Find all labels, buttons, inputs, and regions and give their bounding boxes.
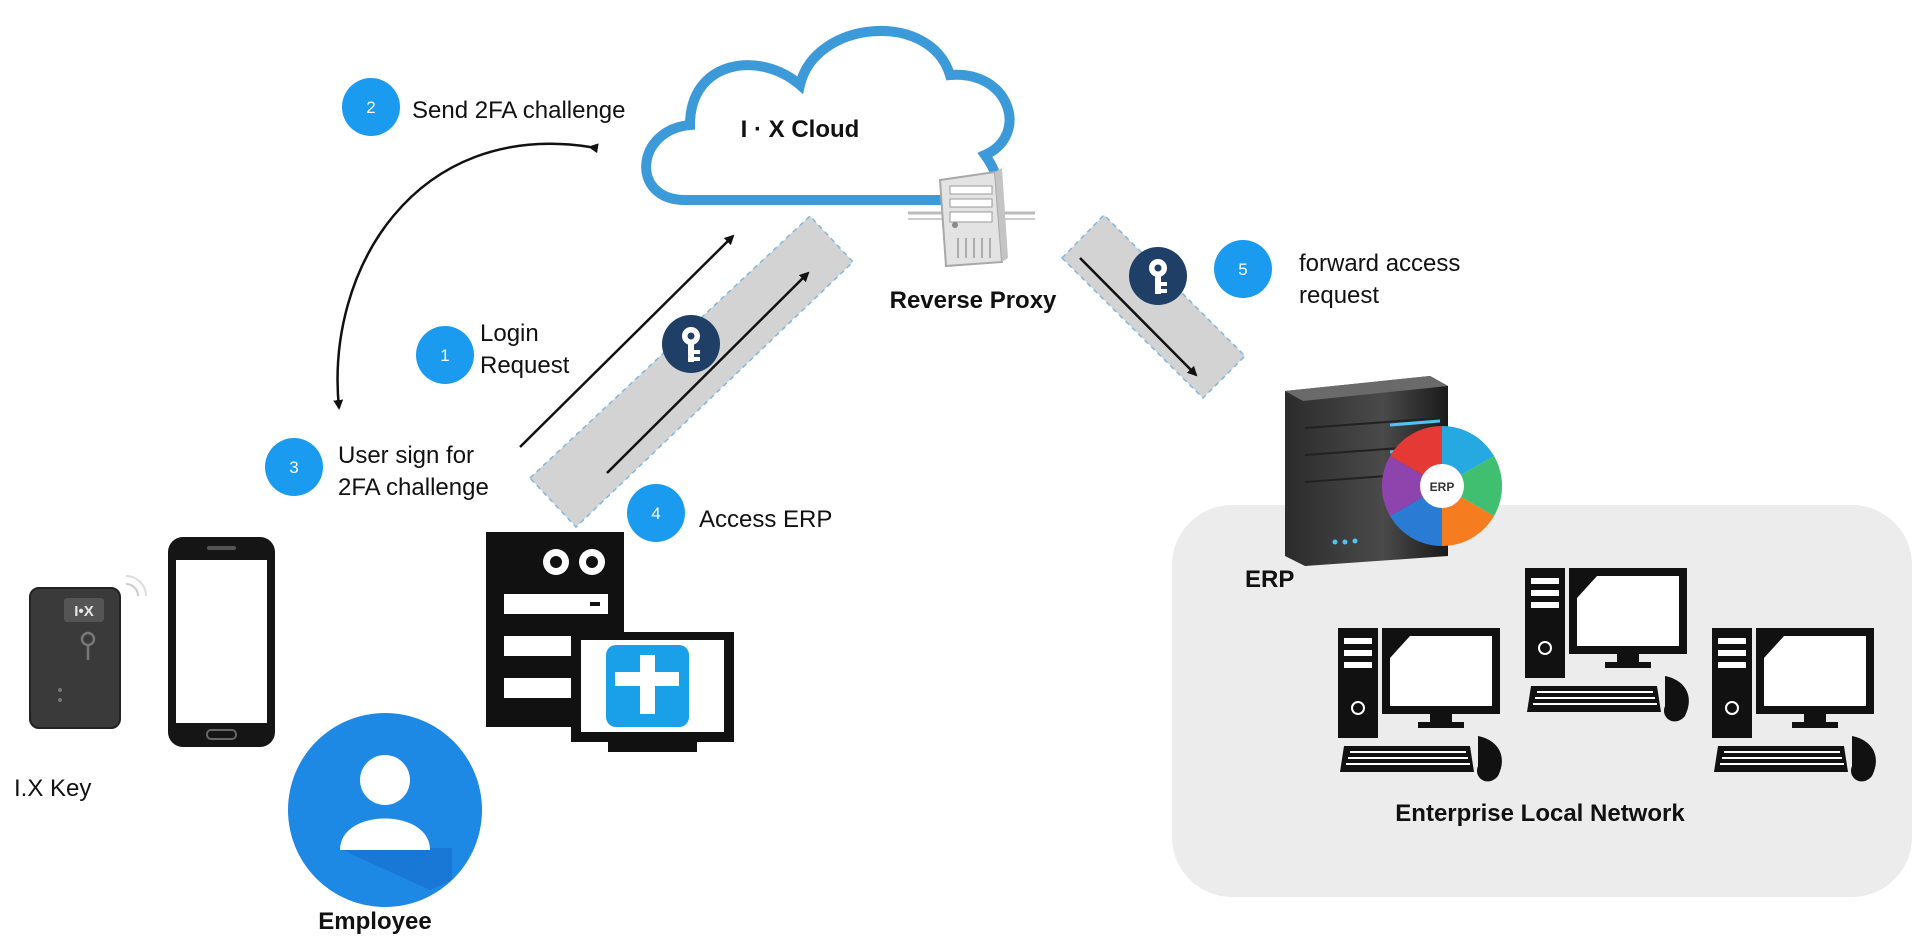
step-5-label-2: request (1299, 282, 1379, 309)
cloud-icon: I · X Cloud (641, 26, 1015, 205)
phone-icon (168, 537, 275, 747)
cloud-title: I · X Cloud (741, 116, 860, 143)
reverse-proxy-label: Reverse Proxy (890, 287, 1057, 314)
user-icon (288, 713, 482, 907)
pc-icon (1338, 628, 1502, 782)
step-1-label-2: Request (480, 352, 570, 379)
step-4: 4 Access ERP (627, 484, 832, 542)
step-2-number: 2 (366, 98, 375, 117)
workstation-icon (486, 532, 734, 752)
arrow-access-erp (606, 271, 810, 474)
step-1: 1 Login Request (416, 320, 570, 384)
step-3-number: 3 (289, 458, 298, 477)
enterprise-network-label: Enterprise Local Network (1395, 800, 1685, 827)
step-5-number: 5 (1238, 260, 1247, 279)
step-5-badge (1214, 240, 1272, 298)
erp-wheel-center: ERP (1430, 480, 1455, 494)
step-3-label: User sign for (338, 442, 474, 469)
arrow-login-request (519, 234, 735, 448)
step-4-number: 4 (651, 504, 660, 523)
step-1-badge (416, 326, 474, 384)
step-2: 2 Send 2FA challenge (342, 78, 626, 136)
employee-label: Employee (318, 908, 431, 935)
step-2-badge (342, 78, 400, 136)
step-5-label: forward access (1299, 250, 1460, 277)
arrow-2fa-challenge (333, 142, 599, 410)
step-1-number: 1 (440, 346, 449, 365)
step-5: 5 forward access request (1214, 240, 1460, 309)
step-3-badge (265, 438, 323, 496)
step-1-label: Login (480, 320, 539, 347)
secure-tunnel-right (1060, 213, 1247, 400)
ix-key-device: I•X (29, 575, 147, 729)
step-4-badge (627, 484, 685, 542)
step-2-label: Send 2FA challenge (412, 97, 626, 124)
key-icon (1129, 247, 1187, 305)
step-3: 3 User sign for 2FA challenge (265, 438, 489, 501)
step-4-label: Access ERP (699, 506, 832, 533)
pc-icon (1525, 568, 1689, 722)
pc-icon (1712, 628, 1876, 782)
ix-key-mark: I•X (74, 603, 93, 620)
proxy-server-icon (908, 168, 1035, 268)
erp-wheel-icon: ERP (1381, 426, 1503, 546)
step-3-label-2: 2FA challenge (338, 474, 489, 501)
arrow-forward-request (1079, 257, 1198, 377)
ix-key-label: I.X Key (14, 775, 91, 802)
key-icon (662, 315, 720, 373)
erp-label: ERP (1245, 566, 1294, 593)
